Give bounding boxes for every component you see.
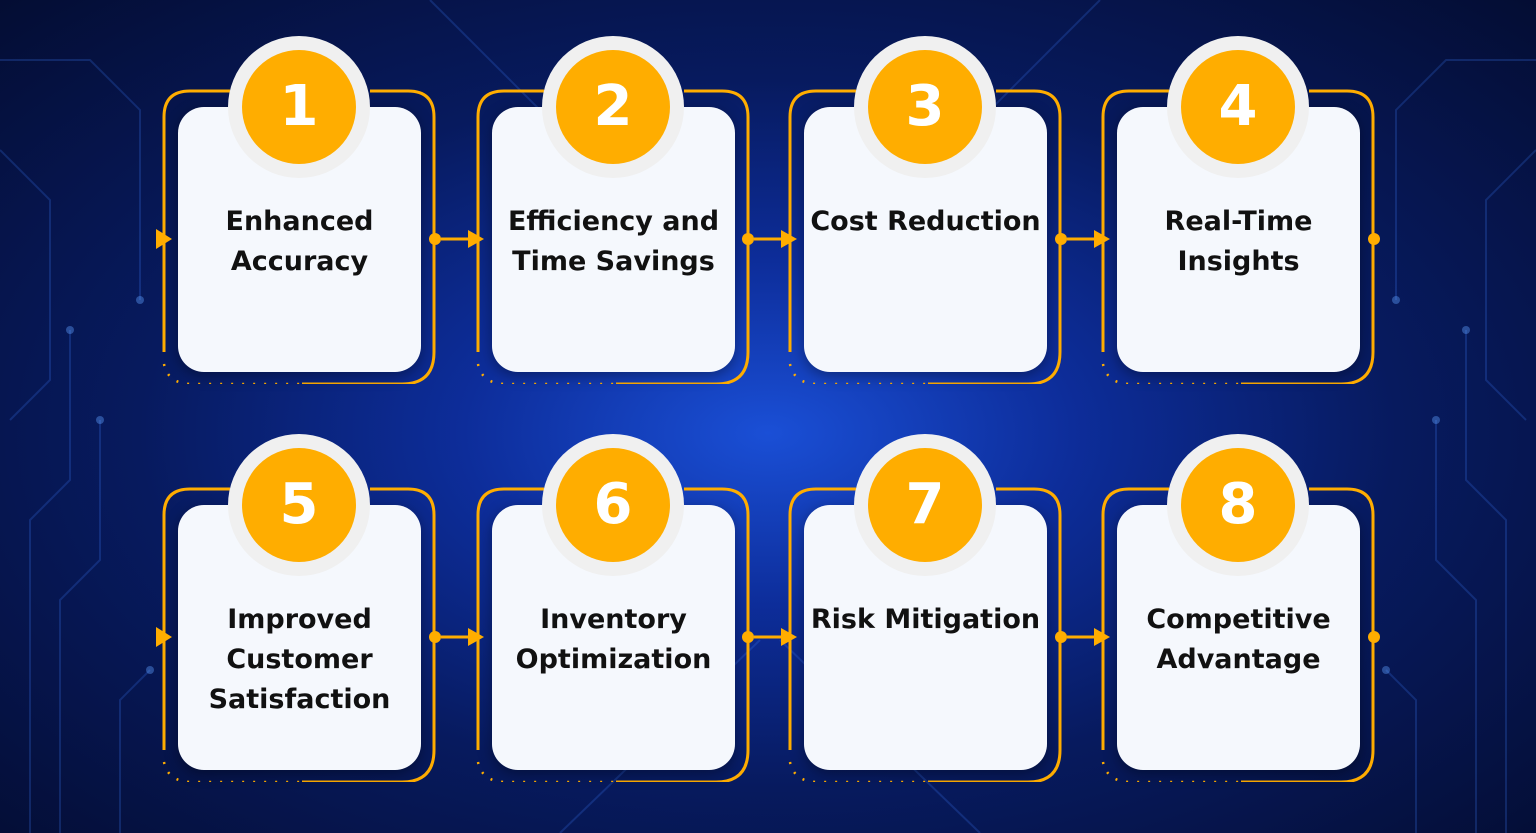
step-1: 1 Enhanced Accuracy <box>162 34 452 384</box>
step-label: Inventory Optimization <box>515 604 712 675</box>
step-number: 1 <box>242 50 356 164</box>
step-number: 7 <box>868 448 982 562</box>
step-label: Competitive Advantage <box>1146 604 1331 675</box>
step-label: Real-Time Insights <box>1164 206 1313 277</box>
step-number: 5 <box>242 448 356 562</box>
step-number: 4 <box>1181 50 1295 164</box>
step-label: Efficiency and Time Savings <box>507 206 720 277</box>
step-number: 8 <box>1181 448 1295 562</box>
step-3: 3 Cost Reduction <box>788 34 1078 384</box>
step-8: 8 Competitive Advantage <box>1101 432 1391 782</box>
step-label: Cost Reduction <box>810 206 1041 237</box>
step-7: 7 Risk Mitigation <box>788 432 1078 782</box>
step-number: 2 <box>556 50 670 164</box>
step-label: Risk Mitigation <box>810 604 1041 635</box>
step-4: 4 Real-Time Insights <box>1101 34 1391 384</box>
step-label: Improved Customer Satisfaction <box>208 604 391 715</box>
step-2: 2 Efficiency and Time Savings <box>476 34 766 384</box>
step-6: 6 Inventory Optimization <box>476 432 766 782</box>
step-number: 3 <box>868 50 982 164</box>
step-5: 5 Improved Customer Satisfaction <box>162 432 452 782</box>
step-label: Enhanced Accuracy <box>225 206 374 277</box>
step-number: 6 <box>556 448 670 562</box>
